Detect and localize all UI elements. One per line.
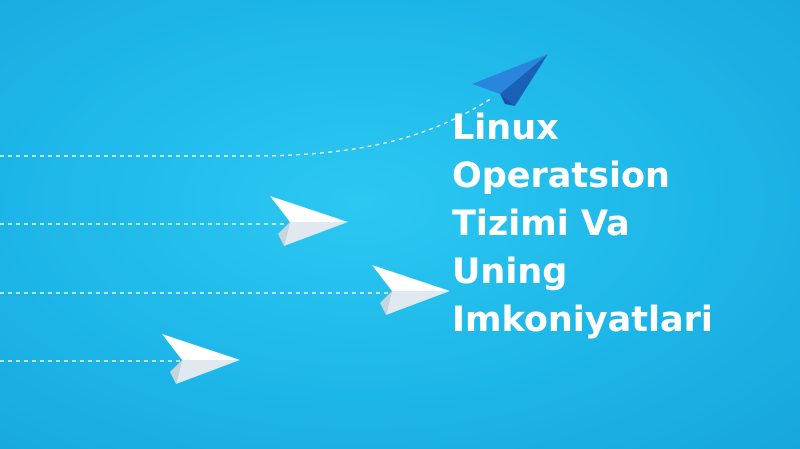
title-line: Linux xyxy=(452,108,559,148)
title-line: Operatsion xyxy=(452,156,670,196)
paper-plane-icon xyxy=(162,334,240,384)
article-title: Linux Operatsion Tizimi Va Uning Imkoniy… xyxy=(452,104,792,344)
flight-trail-lead xyxy=(0,97,493,157)
title-line: Imkoniyatlari xyxy=(452,300,713,340)
title-line: Tizimi Va xyxy=(452,204,630,244)
paper-plane-icon xyxy=(372,265,450,315)
paper-plane-icon xyxy=(270,196,348,246)
title-line: Uning xyxy=(452,252,568,292)
paper-plane-icon xyxy=(472,54,548,106)
